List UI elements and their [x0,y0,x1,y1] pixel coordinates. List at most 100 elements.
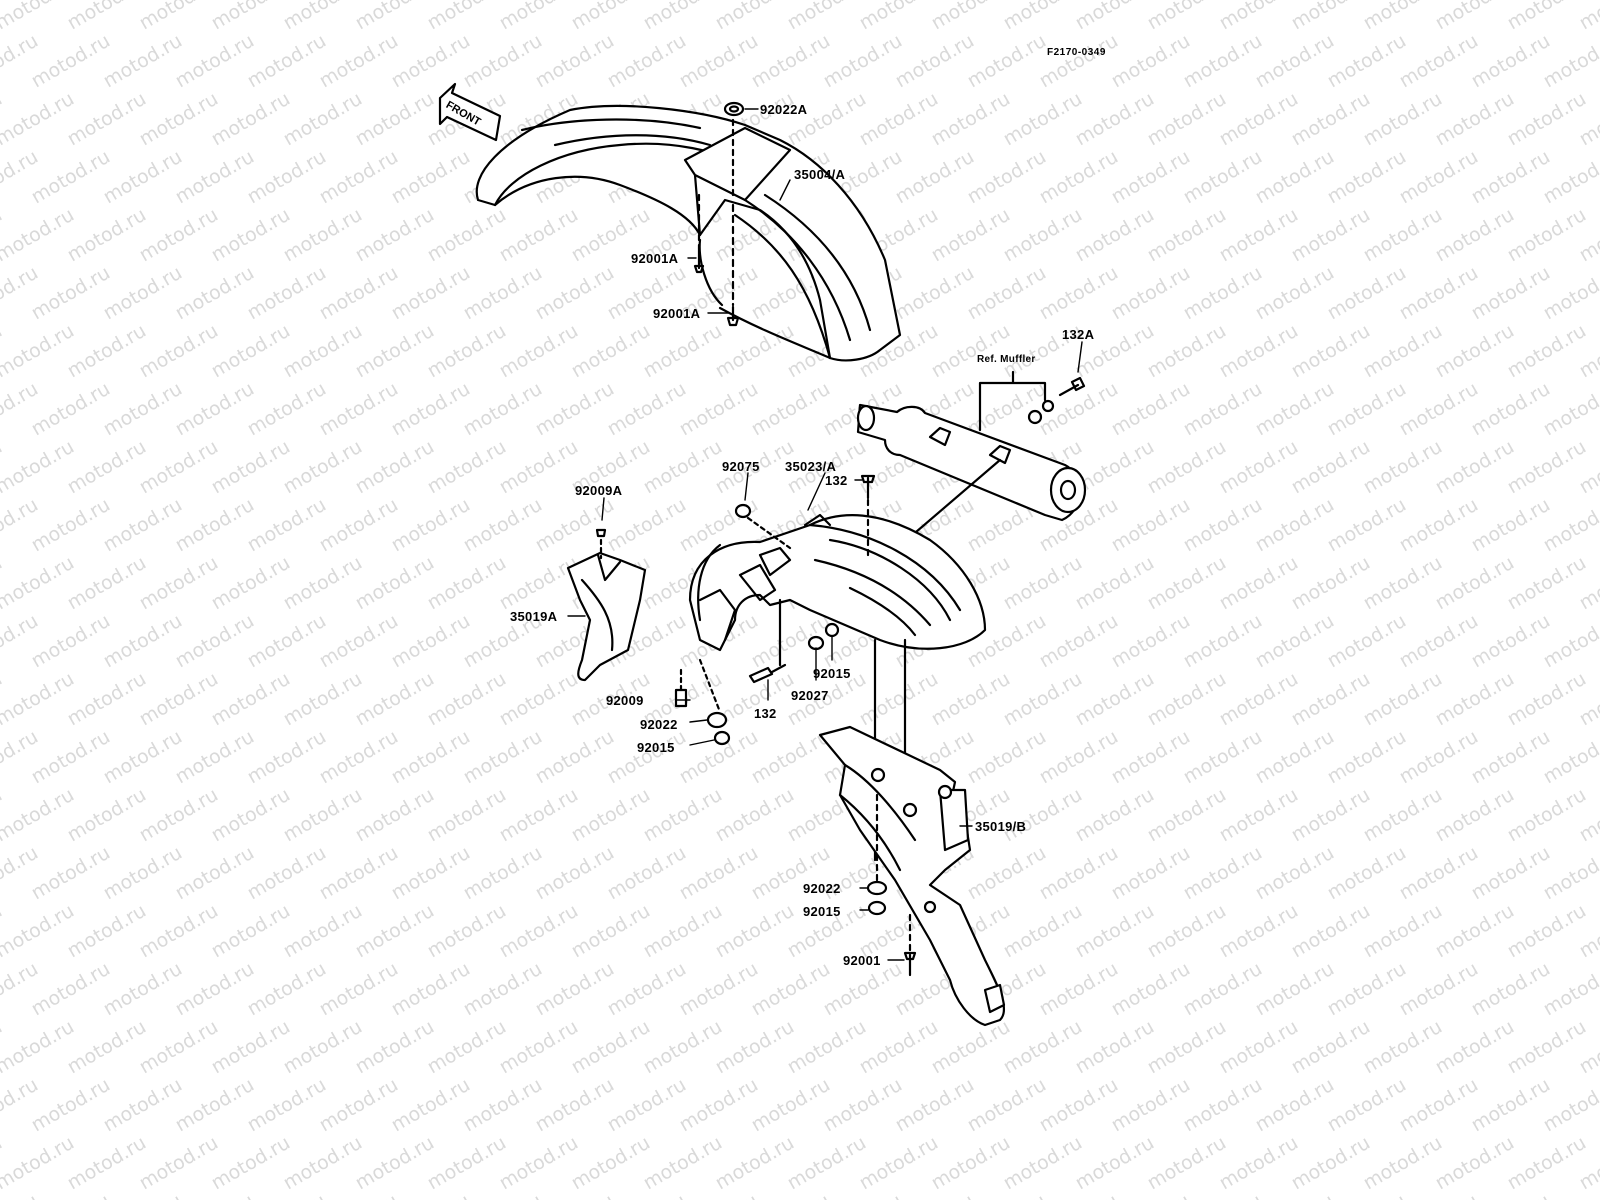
watermark: motod.ru [1036,726,1122,789]
watermark: motod.ru [28,610,114,673]
watermark: motod.ru [0,88,78,151]
ref-muffler-note: Ref. Muffler [977,354,1036,365]
watermark: motod.ru [1144,900,1230,963]
watermark: motod.ru [136,88,222,151]
watermark: motod.ru [1180,30,1266,93]
watermark: motod.ru [1036,610,1122,673]
watermark: motod.ru [1180,494,1266,557]
watermark: motod.ru [1144,204,1230,267]
watermark: motod.ru [1144,1016,1230,1079]
watermark: motod.ru [352,88,438,151]
watermark: motod.ru [244,1190,330,1200]
watermark: motod.ru [316,842,402,905]
watermark: motod.ru [928,668,1014,731]
watermark: motod.ru [1360,552,1446,615]
watermark: motod.ru [1000,88,1086,151]
watermark: motod.ru [1324,842,1410,905]
watermark: motod.ru [208,668,294,731]
watermark: motod.ru [1324,1190,1410,1200]
watermark: motod.ru [1144,88,1230,151]
watermark: motod.ru [748,958,834,1021]
part-label-92015-left: 92015 [637,740,675,755]
watermark: motod.ru [1144,784,1230,847]
watermark: motod.ru [0,668,78,731]
watermark: motod.ru [1396,1074,1482,1137]
watermark: motod.ru [1360,436,1446,499]
watermark: motod.ru [460,958,546,1021]
watermark: motod.ru [1108,30,1194,93]
watermark: motod.ru [28,378,114,441]
watermark: motod.ru [388,146,474,209]
watermark: motod.ru [1000,900,1086,963]
watermark: motod.ru [424,668,510,731]
watermark: motod.ru [1540,842,1600,905]
watermark: motod.ru [928,320,1014,383]
watermark: motod.ru [964,262,1050,325]
watermark: motod.ru [1108,610,1194,673]
watermark: motod.ru [1432,552,1518,615]
watermark: motod.ru [172,1074,258,1137]
watermark: motod.ru [424,1016,510,1079]
watermark: motod.ru [316,958,402,1021]
watermark: motod.ru [1504,784,1590,847]
mudguard-rear [818,725,1006,1027]
watermark: motod.ru [1468,1190,1554,1200]
watermark: motod.ru [640,900,726,963]
watermark: motod.ru [172,146,258,209]
watermark: motod.ru [208,784,294,847]
watermark: motod.ru [1324,610,1410,673]
watermark: motod.ru [496,900,582,963]
watermark: motod.ru [532,262,618,325]
watermark: motod.ru [1072,88,1158,151]
watermark: motod.ru [1072,552,1158,615]
watermark: motod.ru [1360,1016,1446,1079]
watermark: motod.ru [1216,320,1302,383]
watermark: motod.ru [352,784,438,847]
watermark: motod.ru [1036,1190,1122,1200]
watermark: motod.ru [28,30,114,93]
watermark: motod.ru [460,1190,546,1200]
watermark: motod.ru [1360,204,1446,267]
watermark: motod.ru [1432,1016,1518,1079]
watermark: motod.ru [532,726,618,789]
watermark: motod.ru [28,1190,114,1200]
watermark: motod.ru [784,1016,870,1079]
watermark: motod.ru [64,88,150,151]
watermark: motod.ru [28,958,114,1021]
watermark: motod.ru [1432,1132,1518,1195]
watermark: motod.ru [1252,262,1338,325]
watermark: motod.ru [532,1190,618,1200]
watermark: motod.ru [892,146,978,209]
watermark: motod.ru [0,552,78,615]
part-label-132A: 132A [1062,327,1095,342]
watermark: motod.ru [676,1074,762,1137]
watermark: motod.ru [1180,1074,1266,1137]
watermark: motod.ru [208,552,294,615]
watermark: motod.ru [1252,146,1338,209]
watermark: motod.ru [352,552,438,615]
watermark: motod.ru [604,842,690,905]
watermark: motod.ru [1432,784,1518,847]
watermark: motod.ru [100,30,186,93]
watermark: motod.ru [0,1132,78,1195]
mudguard-front [566,528,647,682]
watermark: motod.ru [352,900,438,963]
watermark: motod.ru [280,1132,366,1195]
part-label-92001A-upper: 92001A [631,251,679,266]
watermark: motod.ru [1252,1190,1338,1200]
watermark: motod.ru [676,30,762,93]
watermark: motod.ru [244,958,330,1021]
watermark: motod.ru [172,494,258,557]
watermark: motod.ru [748,1074,834,1137]
watermark: motod.ru [316,30,402,93]
part-label-35019A: 35019A [510,609,558,624]
watermark: motod.ru [1324,958,1410,1021]
watermark: motod.ru [1468,378,1554,441]
watermark: motod.ru [388,1074,474,1137]
watermark: motod.ru [1324,378,1410,441]
watermark: motod.ru [64,784,150,847]
watermark: motod.ru [460,30,546,93]
watermark: motod.ru [568,784,654,847]
